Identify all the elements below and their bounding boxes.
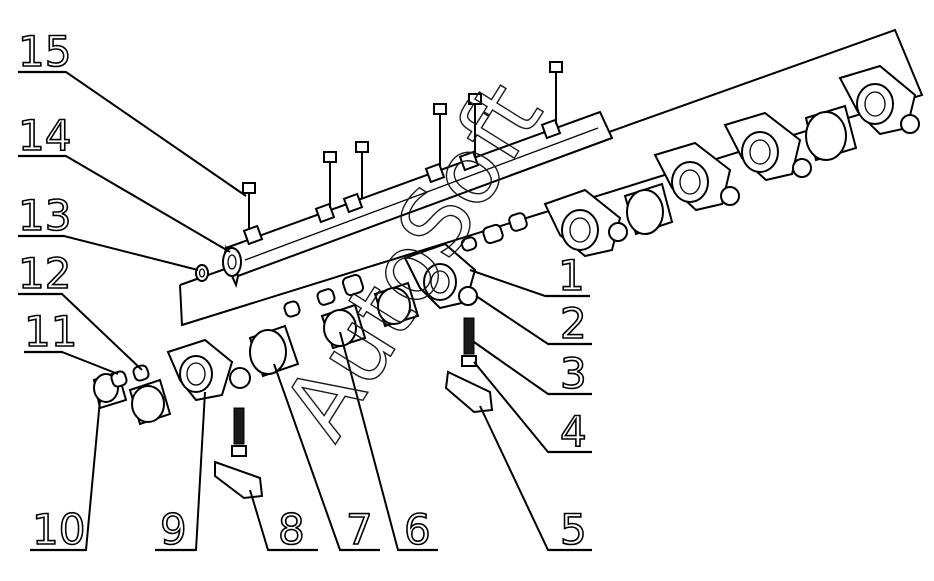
bushings bbox=[92, 104, 858, 426]
valve-bridge bbox=[444, 370, 494, 414]
callout-6: 6 bbox=[339, 331, 438, 555]
bolt bbox=[242, 182, 256, 230]
callout-label: 11 bbox=[24, 307, 77, 356]
bushing bbox=[623, 182, 674, 236]
bushing bbox=[320, 303, 367, 350]
adjusting-screw bbox=[463, 317, 475, 355]
callout-label: 7 bbox=[346, 505, 373, 554]
callout-label: 13 bbox=[18, 191, 71, 240]
watermark-text: AutoSoft bbox=[263, 65, 563, 457]
shaft-bolts bbox=[242, 61, 563, 230]
bolt bbox=[468, 93, 482, 156]
spacer bbox=[110, 370, 128, 388]
callout-label: 2 bbox=[560, 299, 587, 348]
callout-15: 15 bbox=[17, 26, 247, 197]
callout-label: 9 bbox=[160, 505, 187, 554]
callout-3: 3 bbox=[473, 341, 592, 399]
bushing bbox=[373, 281, 420, 328]
callout-label: 10 bbox=[32, 505, 85, 554]
bolt bbox=[355, 141, 369, 198]
bushing bbox=[804, 104, 858, 162]
callout-10: 10 bbox=[30, 399, 101, 555]
lock-nut bbox=[461, 355, 477, 367]
callout-13: 13 bbox=[17, 190, 199, 271]
bushing bbox=[248, 324, 300, 378]
lock-nut bbox=[231, 445, 247, 457]
rocker-arm bbox=[838, 64, 920, 136]
callout-14: 14 bbox=[17, 110, 231, 253]
rocker-arm bbox=[723, 111, 812, 182]
shaft-plug bbox=[195, 264, 209, 282]
valve-bridge bbox=[214, 460, 264, 500]
spacer bbox=[460, 236, 478, 252]
spacer bbox=[508, 212, 528, 232]
rocker-arm bbox=[166, 338, 251, 402]
callout-label: 5 bbox=[560, 505, 587, 554]
callout-4: 4 bbox=[473, 361, 592, 457]
bushing bbox=[128, 378, 172, 426]
callout-7: 7 bbox=[273, 363, 380, 555]
spacer bbox=[316, 288, 336, 306]
shaft-support-plane bbox=[179, 28, 924, 327]
rocker-arm bbox=[543, 188, 628, 258]
adjusting-screw bbox=[233, 407, 245, 445]
callout-label: 8 bbox=[278, 505, 305, 554]
callout-label: 6 bbox=[404, 505, 431, 554]
callout-9: 9 bbox=[155, 391, 206, 555]
callout-label: 3 bbox=[560, 349, 587, 398]
callout-5: 5 bbox=[479, 405, 592, 555]
callout-8: 8 bbox=[249, 489, 318, 555]
spacer bbox=[283, 300, 301, 318]
spacers bbox=[110, 212, 528, 388]
callout-label: 12 bbox=[18, 249, 71, 298]
valve-adjusters bbox=[214, 317, 494, 500]
callout-2: 2 bbox=[475, 295, 592, 349]
bolt bbox=[549, 61, 563, 124]
callout-1: 1 bbox=[469, 250, 590, 301]
spacer bbox=[341, 273, 365, 297]
callout-label: 15 bbox=[18, 27, 71, 76]
callout-label: 1 bbox=[558, 251, 585, 300]
watermark: AutoSoft bbox=[262, 64, 564, 457]
spacer bbox=[132, 364, 150, 382]
spacer bbox=[482, 223, 504, 245]
callout-11: 11 bbox=[23, 306, 119, 375]
rocker-arm bbox=[403, 242, 478, 310]
callout-12: 12 bbox=[17, 248, 143, 371]
rocker-arm bbox=[653, 141, 740, 212]
callout-label: 4 bbox=[560, 407, 587, 456]
bolt bbox=[323, 151, 337, 208]
callout-label: 14 bbox=[18, 111, 71, 160]
rocker-arms bbox=[166, 64, 920, 402]
bolt bbox=[433, 103, 447, 166]
rocker-shaft bbox=[222, 110, 614, 289]
